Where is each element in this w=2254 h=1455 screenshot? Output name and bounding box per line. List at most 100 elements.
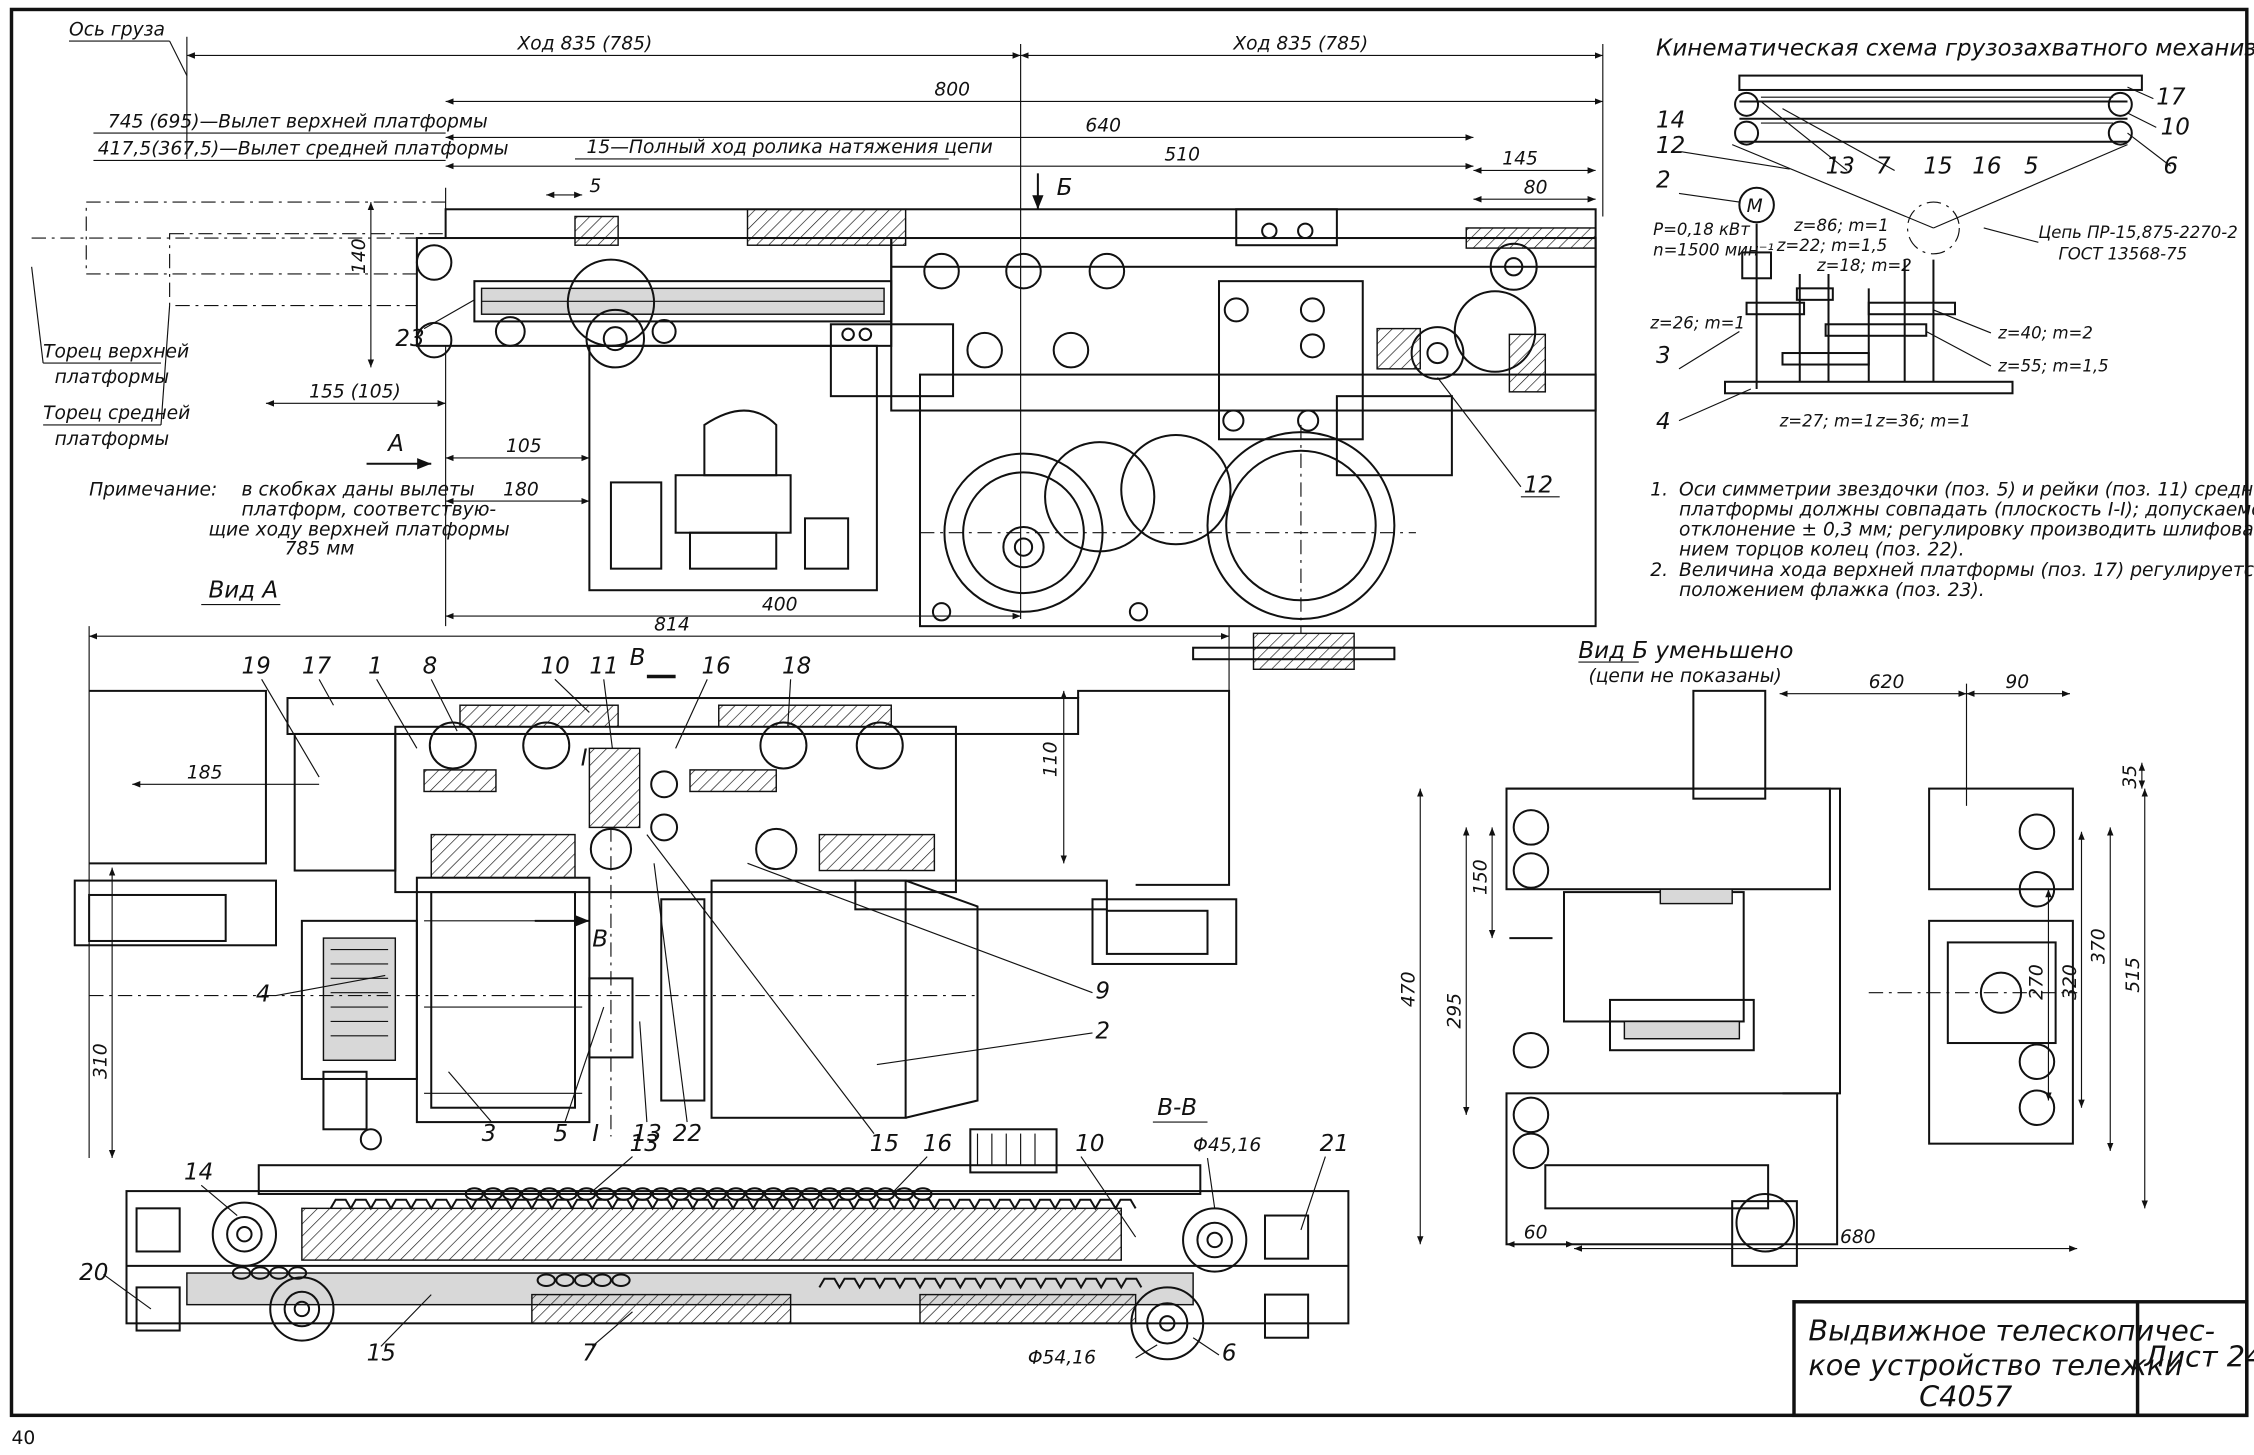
- note2-line-1: Величина хода верхней платформы (поз. 17…: [1679, 560, 2254, 581]
- va-callout-15: 15: [870, 1131, 899, 1157]
- chain-link: [688, 1187, 709, 1201]
- vb-dim-370: 370: [2089, 928, 2110, 964]
- vv-callout-10: 10: [1075, 1131, 1104, 1157]
- chain-link: [614, 1187, 634, 1201]
- chain-link: [707, 1187, 727, 1201]
- kin-callout-5: 5: [2024, 153, 2039, 179]
- title-line-3: С4057: [1919, 1380, 2013, 1414]
- note-line-1: в скобках даны вылеты: [242, 479, 475, 500]
- view-b-subtitle: (цепи не показаны): [1588, 666, 1781, 687]
- note-line-4: 785 мм: [285, 538, 355, 559]
- kin-callout-16: 16: [1972, 153, 2001, 179]
- note1-line-2: платформы должны совпадать (плоскость I-…: [1679, 499, 2254, 520]
- chain-link: [576, 1187, 597, 1201]
- end-middle-label-2: платформы: [55, 429, 170, 450]
- va-callout-22: 22: [673, 1121, 702, 1147]
- va-callout-13: 13: [633, 1121, 662, 1147]
- vv-callout-7: 7: [582, 1341, 597, 1367]
- note2-line-2: положением флажка (поз. 23).: [1679, 580, 1985, 601]
- dim-510: 510: [1164, 144, 1200, 165]
- gear-z40: z=40; m=2: [1997, 324, 2093, 343]
- chain-link: [573, 1273, 594, 1287]
- chain-link: [269, 1266, 289, 1280]
- chain-link: [250, 1266, 270, 1280]
- chain-link: [838, 1187, 858, 1201]
- motor-power: P=0,18 кВт: [1653, 220, 1751, 239]
- chain-link: [857, 1187, 877, 1201]
- va-callout-5: 5: [553, 1121, 568, 1147]
- dim-814: 814: [654, 614, 690, 635]
- chain-link: [611, 1273, 631, 1287]
- vb-dim-320: 320: [2060, 964, 2081, 1000]
- kin-callout-17: 17: [2156, 84, 2186, 110]
- upper-reach-label: 745 (695)—Вылет верхней платформы: [108, 111, 488, 132]
- kin-callout-4: 4: [1656, 409, 1671, 435]
- dim-5: 5: [589, 176, 601, 197]
- chain-link: [536, 1273, 556, 1287]
- chain-link: [782, 1187, 802, 1201]
- note-line-3: щие ходу верхней платформы: [208, 520, 509, 541]
- dim-185: 185: [187, 763, 223, 784]
- vb-dim-90: 90: [2005, 672, 2029, 693]
- vv-callout-14: 14: [184, 1160, 213, 1186]
- chain-link: [464, 1187, 485, 1201]
- dim-400: 400: [762, 594, 798, 615]
- vb-dim-295: 295: [1445, 993, 1466, 1029]
- note1-line-4: нием торцов колец (поз. 22).: [1679, 540, 1965, 561]
- title-block: Выдвижное телескопичес- кое устройство т…: [1792, 1300, 2254, 1418]
- travel-left-label: Ход 835 (785): [517, 34, 653, 55]
- dim-310: 310: [90, 1043, 111, 1079]
- kinematic-title: Кинематическая схема грузозахватного мех…: [1656, 35, 2254, 61]
- dim-80: 80: [1524, 177, 1548, 198]
- dim-155: 155 (105): [309, 382, 401, 403]
- view-a-title: Вид А: [208, 577, 278, 603]
- chain-spec-1: Цепь ПР-15,875-2270-2: [2038, 223, 2237, 242]
- cargo-axis-label: Ось груза: [69, 19, 165, 40]
- kin-callout-6: 6: [2163, 153, 2178, 179]
- chain-link: [801, 1187, 821, 1201]
- note1-line-1: Оси симметрии звездочки (поз. 5) и рейки…: [1679, 479, 2254, 500]
- chain-link: [875, 1187, 896, 1201]
- chain-link: [555, 1273, 575, 1287]
- chain-link: [632, 1187, 653, 1201]
- chain-link: [483, 1187, 503, 1201]
- gear-z18: z=18; m=2: [1816, 256, 1912, 275]
- top-view: Ось груза Ход 835 (785) Ход 835 (785) 80…: [31, 19, 1604, 670]
- travel-right-label: Ход 835 (785): [1232, 34, 1368, 55]
- dim-110: 110: [1041, 741, 1062, 777]
- chain-link: [595, 1187, 615, 1201]
- middle-reach-label: 417,5(367,5)—Вылет средней платформы: [98, 139, 509, 160]
- gear-z36: z=36; m=1: [1875, 411, 1971, 430]
- sheet-frame: [9, 7, 2249, 1418]
- note1-line-3: отклонение ± 0,3 мм; регулировку произво…: [1679, 520, 2254, 541]
- gear-z86: z=86; m=1: [1793, 216, 1889, 235]
- va-callout-17: 17: [302, 654, 332, 680]
- view-b-title: Вид Б уменьшено: [1578, 638, 1793, 664]
- dia-45: Φ45,16: [1193, 1135, 1261, 1156]
- va-callout-19: 19: [242, 654, 271, 680]
- page-number: 40: [12, 1428, 36, 1449]
- note-line-2: платформ, соответствую-: [242, 499, 497, 520]
- va-callout-2: 2: [1095, 1019, 1110, 1045]
- dim-800: 800: [934, 80, 970, 101]
- va-callout-1: 1: [368, 654, 383, 680]
- section-vv-title: В-В: [1157, 1095, 1197, 1121]
- kin-callout-15: 15: [1923, 153, 1952, 179]
- dim-140: 140: [349, 238, 370, 274]
- callout-12: 12: [1524, 472, 1553, 498]
- dim-180: 180: [503, 479, 539, 500]
- kin-callout-14: 14: [1656, 107, 1685, 133]
- arrow-a-label: А: [386, 431, 404, 457]
- gear-z26: z=26; m=1: [1649, 314, 1745, 333]
- chain-link: [670, 1187, 690, 1201]
- vb-dim-35: 35: [2120, 765, 2141, 789]
- kin-callout-2: 2: [1656, 168, 1671, 194]
- chain-link: [726, 1187, 746, 1201]
- technical-notes: 1. Оси симметрии звездочки (поз. 5) и ре…: [1650, 479, 2254, 601]
- chain-link: [558, 1187, 578, 1201]
- kin-callout-12: 12: [1656, 133, 1685, 159]
- plane-i-top: I: [581, 746, 588, 772]
- vv-callout-6: 6: [1222, 1341, 1237, 1367]
- end-middle-label-1: Торец средней: [43, 403, 190, 424]
